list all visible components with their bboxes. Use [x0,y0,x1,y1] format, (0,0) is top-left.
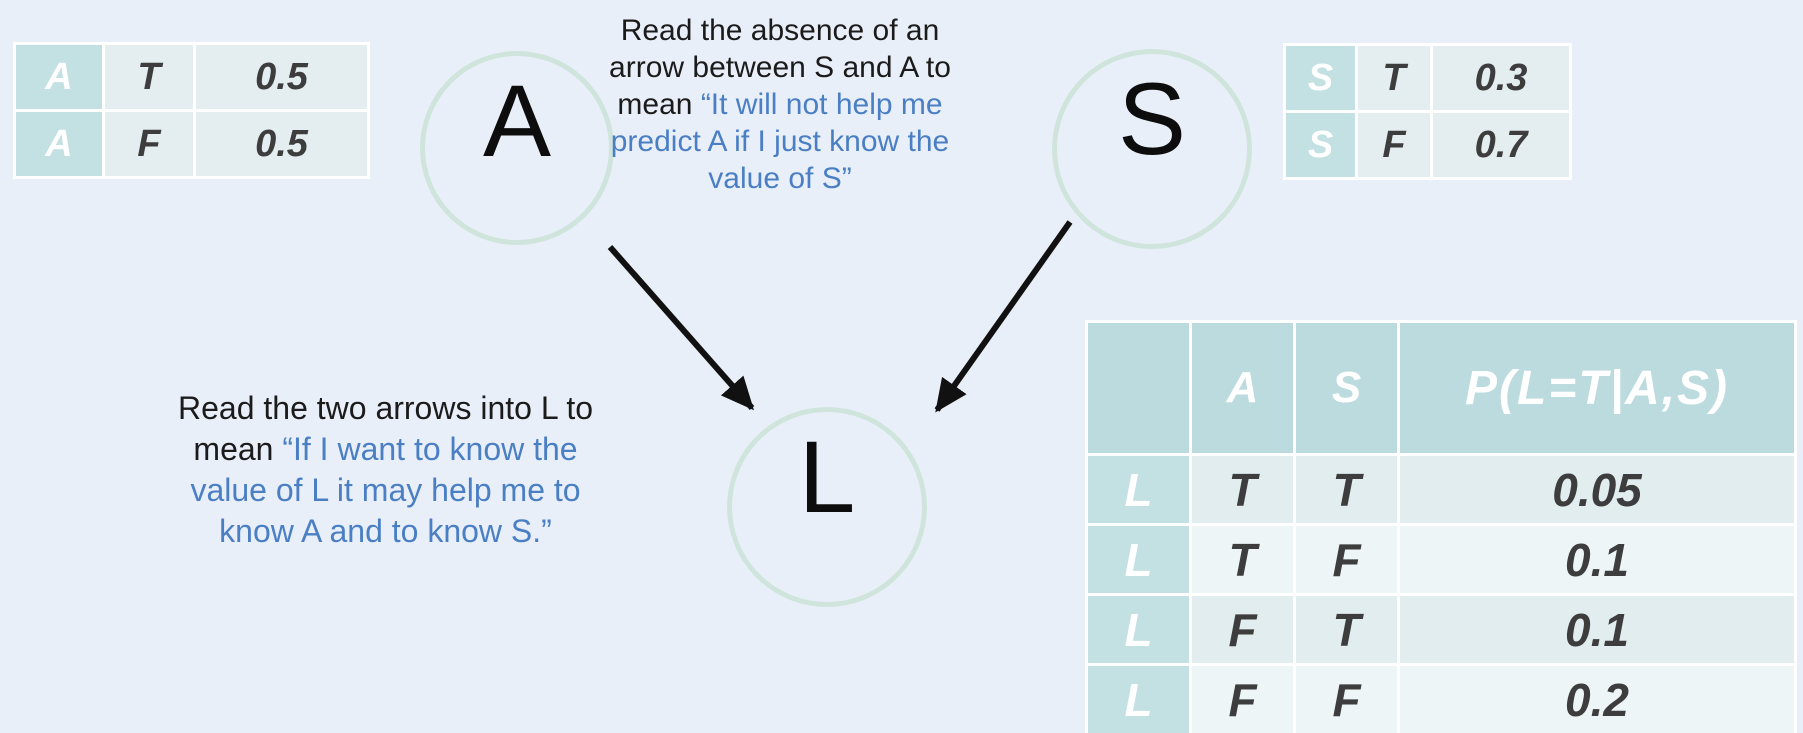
node-s-label: S [1117,62,1187,176]
note-line: arrow between S and A to [588,49,972,86]
arrow-a-to-l [607,245,755,411]
note-text-black: Read the absence of an [620,14,940,47]
table-cell: 0.7 [1433,113,1569,177]
table-cell: 0.5 [196,45,367,109]
prior-table-s: S T 0.3 S F 0.7 [1283,43,1572,180]
table-cell: 0.05 [1400,456,1794,523]
note-line: mean “It will not help me [588,86,972,123]
table-cell: F [1296,526,1397,593]
note-text-black: mean [193,431,283,467]
table-header-cell: A [1192,323,1293,453]
node-l-circle: L [727,407,927,607]
table-cell: 0.5 [196,112,367,176]
table-cell: 0.3 [1433,46,1569,110]
note-text-blue: value of L it may help me to [190,472,581,508]
note-line: Read the two arrows into L to [148,388,623,429]
prior-table-a: A T 0.5 A F 0.5 [13,42,370,179]
node-l-label: L [798,420,856,534]
arrow-s-to-l [934,220,1073,413]
node-a-circle: A [420,51,614,245]
table-row-header: A [16,45,102,109]
note-line: value of L it may help me to [148,470,623,511]
note-text-blue: predict A if I just know the [610,125,950,158]
note-text-blue: value of S” [708,162,852,195]
note-line: Read the absence of an [588,12,972,49]
note-two-arrows-into-l: Read the two arrows into L to mean “If I… [148,388,623,552]
note-text-blue: “It will not help me [700,88,943,121]
note-absence-of-arrow: Read the absence of an arrow between S a… [588,12,972,197]
table-row-header: S [1286,46,1355,110]
note-line: predict A if I just know the [588,123,972,160]
cpt-table-l: A S P(L=T|A,S) L T T 0.05 L T F 0.1 L F … [1085,320,1797,733]
node-a-label: A [482,64,552,178]
table-cell: 0.1 [1400,596,1794,663]
table-cell: T [1296,456,1397,523]
table-cell: F [1296,666,1397,733]
table-cell: T [105,45,193,109]
note-text-blue: know A and to know S.” [219,513,552,549]
table-row-header: L [1088,596,1189,663]
table-header-cell: S [1296,323,1397,453]
note-line: mean “If I want to know the [148,429,623,470]
table-row-header: L [1088,526,1189,593]
table-cell: F [105,112,193,176]
note-line: value of S” [588,160,972,197]
table-header-cell: P(L=T|A,S) [1400,323,1794,453]
table-header-cell [1088,323,1189,453]
table-cell: T [1192,456,1293,523]
node-s-circle: S [1052,49,1252,249]
note-text-black: arrow between S and A to [609,51,951,84]
note-line: know A and to know S.” [148,511,623,552]
table-cell: F [1192,666,1293,733]
table-cell: F [1192,596,1293,663]
table-row-header: L [1088,456,1189,523]
note-text-blue: “If I want to know the [282,431,578,467]
table-cell: 0.2 [1400,666,1794,733]
note-text-black: Read the two arrows into L to [177,390,594,426]
table-cell: T [1296,596,1397,663]
note-text-black: mean [617,88,701,121]
table-cell: F [1358,113,1430,177]
table-cell: T [1192,526,1293,593]
table-row-header: L [1088,666,1189,733]
table-row-header: S [1286,113,1355,177]
table-cell: 0.1 [1400,526,1794,593]
table-cell: T [1358,46,1430,110]
table-row-header: A [16,112,102,176]
